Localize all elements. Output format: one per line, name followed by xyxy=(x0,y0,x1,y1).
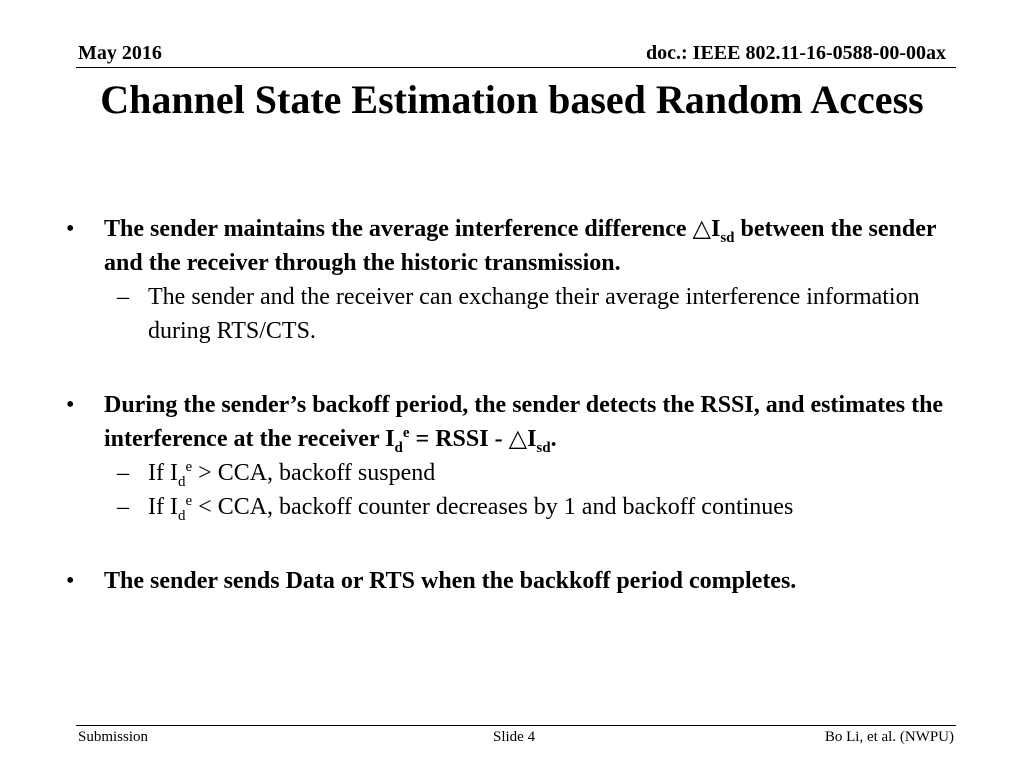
sub-bullet-text: < CCA, backoff counter decreases by 1 an… xyxy=(192,494,794,520)
slide-title: Channel State Estimation based Random Ac… xyxy=(100,77,924,122)
footer-slide-number: Slide 4 xyxy=(493,729,536,745)
footer-submission: Submission xyxy=(78,729,149,745)
bullet-text: The sender maintains the average interfe… xyxy=(104,216,693,242)
bullet-text: = RSSI - xyxy=(409,426,509,452)
variable-subscript: d xyxy=(177,507,186,524)
bullet-text: between the sender and the receiver thro… xyxy=(104,216,937,276)
delta-symbol: △ xyxy=(692,216,711,242)
bullet-2: • During the sender’s backoff period, th… xyxy=(60,388,970,456)
variable-subscript: d xyxy=(394,439,403,456)
bullet-marker: • xyxy=(66,392,75,418)
sub-bullet-text: If I xyxy=(148,460,178,486)
sub-bullet-marker: – xyxy=(117,284,129,310)
bullet-marker: • xyxy=(66,568,75,594)
variable-superscript: e xyxy=(402,425,410,441)
sub-bullet-1-1: – The sender and the receiver can exchan… xyxy=(60,280,970,348)
header-doc-id: doc.: IEEE 802.11-16-0588-00-00ax xyxy=(646,42,946,64)
sub-bullet-text: If I xyxy=(148,494,178,520)
variable-subscript: sd xyxy=(536,439,551,456)
sub-bullet-2-1: – If Ide > CCA, backoff suspend xyxy=(60,456,970,490)
bullet-text: During the sender’s backoff period, the … xyxy=(104,392,944,452)
delta-symbol: △ xyxy=(508,426,528,452)
header-divider xyxy=(76,67,956,68)
slide-body: • The sender maintains the average inter… xyxy=(60,212,970,598)
sub-bullet-text: The sender and the receiver can exchange… xyxy=(148,284,920,344)
variable-subscript: sd xyxy=(720,229,735,246)
sub-bullet-2-2: – If Ide < CCA, backoff counter decrease… xyxy=(60,490,970,524)
bullet-marker: • xyxy=(66,216,75,242)
bullet-3: • The sender sends Data or RTS when the … xyxy=(60,564,970,598)
variable: I xyxy=(527,426,537,452)
footer-authors: Bo Li, et al. (NWPU) xyxy=(824,729,954,745)
header-date: May 2016 xyxy=(78,42,162,64)
footer-divider xyxy=(76,725,956,726)
variable-superscript: e xyxy=(185,459,193,475)
sub-bullet-marker: – xyxy=(117,460,129,486)
variable: I xyxy=(385,426,395,452)
bullet-1: • The sender maintains the average inter… xyxy=(60,212,970,280)
sub-bullet-text: > CCA, backoff suspend xyxy=(192,460,436,486)
bullet-text: The sender sends Data or RTS when the ba… xyxy=(104,568,797,594)
variable-superscript: e xyxy=(185,493,193,509)
bullet-text: . xyxy=(550,426,557,452)
variable: I xyxy=(711,216,721,242)
variable-subscript: d xyxy=(177,473,186,490)
sub-bullet-marker: – xyxy=(117,494,129,520)
